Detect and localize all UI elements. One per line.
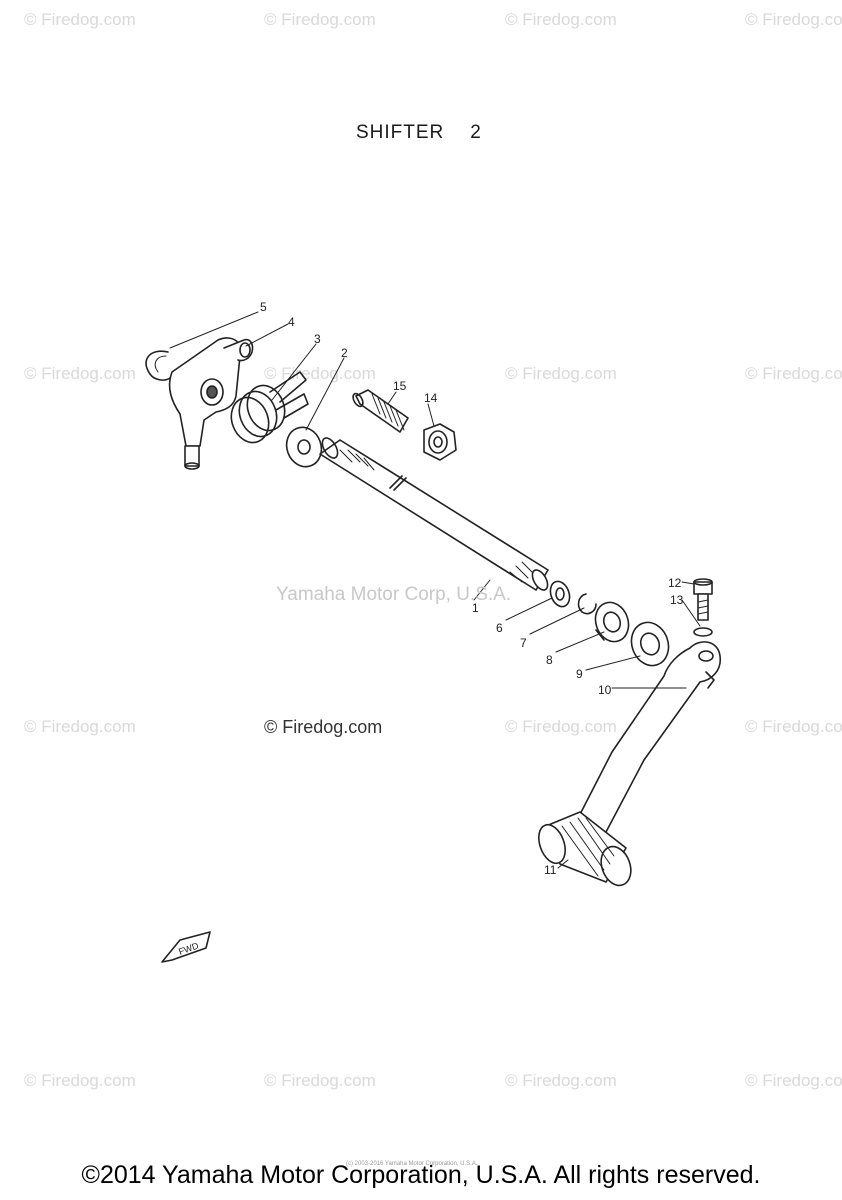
part-washer <box>285 426 323 468</box>
part-collar <box>630 621 670 667</box>
callout-9: 9 <box>576 667 583 681</box>
yamaha-watermark: Yamaha Motor Corp, U.S.A. <box>276 584 512 605</box>
part-stud-bolt <box>352 389 409 433</box>
part-bolt <box>693 578 713 621</box>
page-title: SHIFTER 2 <box>356 122 482 144</box>
part-footpeg <box>538 811 632 887</box>
callout-13: 13 <box>670 593 684 607</box>
tiny-copyright: (c) 2003-2016 Yamaha Motor Corporation, … <box>346 1161 478 1167</box>
part-circlip-small <box>577 593 597 615</box>
watermark: © Firedog.com <box>745 364 842 383</box>
watermark: © Firedog.com <box>505 10 617 29</box>
callout-15: 15 <box>393 379 407 393</box>
copyright-footer: ©2014 Yamaha Motor Corporation, U.S.A. A… <box>81 1161 761 1189</box>
callout-8: 8 <box>546 653 553 667</box>
part-circlip <box>145 350 171 381</box>
part-bolt-washer <box>693 627 713 637</box>
watermark: © Firedog.com <box>745 1071 842 1090</box>
firedog-label: © Firedog.com <box>264 717 383 737</box>
watermark: © Firedog.com <box>24 717 136 736</box>
watermark: © Firedog.com <box>505 364 617 383</box>
callout-11: 11 <box>544 863 557 877</box>
callout-3: 3 <box>314 332 321 346</box>
fwd-arrow-icon <box>161 931 211 963</box>
part-shift-pedal <box>573 641 722 833</box>
callout-2: 2 <box>341 346 348 360</box>
part-nut <box>423 423 457 461</box>
watermark: © Firedog.com <box>264 10 376 29</box>
callout-7: 7 <box>520 636 527 650</box>
callout-14: 14 <box>424 391 438 405</box>
callout-10: 10 <box>598 683 612 697</box>
callout-12: 12 <box>668 576 682 590</box>
callout-1: 1 <box>472 601 479 615</box>
callout-6: 6 <box>496 621 503 635</box>
watermark: © Firedog.com <box>24 364 136 383</box>
watermark: © Firedog.com <box>264 1071 376 1090</box>
watermark: © Firedog.com <box>745 717 842 736</box>
part-torsion-spring <box>230 371 309 444</box>
watermark: © Firedog.com <box>505 1071 617 1090</box>
part-shift-shaft <box>319 437 549 591</box>
watermark: © Firedog.com <box>24 10 136 29</box>
part-washer-small <box>549 580 571 608</box>
callout-4: 4 <box>288 315 295 329</box>
watermark: © Firedog.com <box>24 1071 136 1090</box>
watermark: © Firedog.com <box>745 10 842 29</box>
callout-5: 5 <box>260 300 267 314</box>
part-shift-arm <box>168 337 254 470</box>
watermark: © Firedog.com <box>505 717 617 736</box>
title-number: 2 <box>470 122 482 143</box>
title-text: SHIFTER <box>356 122 445 143</box>
